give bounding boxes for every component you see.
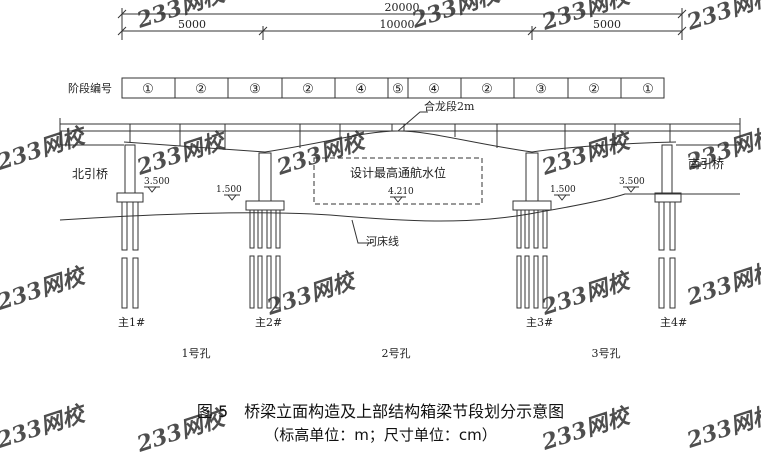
segment-number: ② — [481, 82, 493, 97]
elevation-value: 3.500 — [144, 177, 170, 187]
span-label: 3号孔 — [592, 347, 621, 360]
pier-4 — [654, 144, 682, 309]
riverbed-leader — [351, 219, 372, 244]
figure-caption-title: 图 5 桥梁立面构造及上部结构箱梁节段划分示意图 — [196, 402, 565, 421]
span-labels: 1号孔 2号孔 3号孔 — [182, 347, 621, 360]
dim-left: 5000 — [178, 18, 206, 31]
figure-caption-units: （标高单位：m；尺寸单位：cm） — [264, 426, 497, 444]
segment-number: ① — [142, 82, 154, 97]
riverbed-line — [59, 193, 740, 222]
watermark: 233网校 — [683, 0, 761, 36]
pier-label: 主4# — [660, 316, 687, 329]
dimension-lines — [117, 8, 687, 40]
segment-number: ① — [642, 82, 654, 97]
watermark: 233网校 — [133, 127, 231, 181]
watermark: 233网校 — [408, 0, 506, 34]
span-label: 2号孔 — [382, 347, 411, 360]
elevation-value: 4.210 — [388, 187, 414, 197]
watermark: 233网校 — [683, 257, 761, 311]
closure-label: 合龙段2m — [424, 99, 475, 113]
dim-middle: 10000 — [380, 18, 415, 31]
nav-level-box — [313, 157, 483, 205]
segment-number: ④ — [428, 82, 440, 97]
segment-row-label: 阶段编号 — [68, 81, 112, 95]
segment-number: ④ — [355, 82, 367, 97]
pier-2 — [245, 152, 285, 309]
pier-label: 主1# — [118, 316, 145, 329]
dim-total: 20000 — [385, 1, 420, 14]
elevation-value: 1.500 — [216, 185, 242, 195]
elevation-value: 1.500 — [550, 185, 576, 195]
girder — [59, 111, 741, 153]
segment-number: ③ — [249, 82, 261, 97]
elevation-value: 3.500 — [619, 177, 645, 187]
watermark: 233网校 — [538, 127, 636, 181]
elevation-markers — [144, 186, 639, 203]
watermark: 233网校 — [0, 262, 91, 316]
pier-1 — [116, 144, 144, 309]
watermark: 233网校 — [538, 267, 636, 321]
nav-level-label: 设计最高通航水位 — [350, 165, 446, 180]
pier-3 — [512, 152, 552, 309]
riverbed-label: 河床线 — [366, 234, 399, 248]
watermark: 233网校 — [263, 267, 361, 321]
span-label: 1号孔 — [182, 347, 211, 360]
dim-right: 5000 — [593, 18, 621, 31]
segment-number: ② — [588, 82, 600, 97]
segment-number: ② — [302, 82, 314, 97]
south-bridge-label: 南引桥 — [688, 156, 724, 171]
north-bridge-label: 北引桥 — [72, 167, 108, 181]
pier-label: 主3# — [526, 316, 553, 329]
pier-labels: 主1# 主2# 主3# 主4# — [118, 316, 687, 329]
segment-row-frame — [121, 77, 665, 99]
elevation-values: 3.500 1.500 4.210 1.500 3.500 — [144, 177, 645, 197]
pier-label: 主2# — [255, 316, 282, 329]
segment-number: ⑤ — [392, 82, 404, 97]
segment-number: ③ — [535, 82, 547, 97]
segment-number: ② — [195, 82, 207, 97]
segment-numbers: ① ② ③ ② ④ ⑤ ④ ② ③ ② ① — [142, 82, 654, 97]
